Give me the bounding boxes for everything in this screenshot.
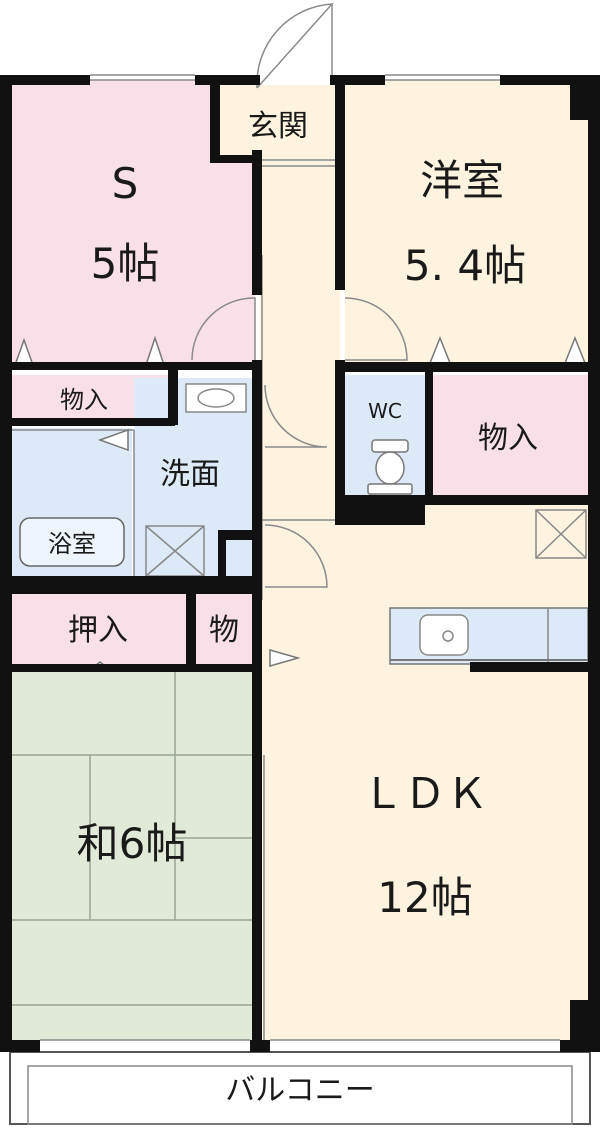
oshiire-label: 押入 xyxy=(68,613,128,648)
walls xyxy=(0,75,600,1052)
tatami-lines xyxy=(10,670,255,1006)
closet-western-label: 物入 xyxy=(478,421,538,456)
ldk-size: 12帖 xyxy=(377,873,472,922)
fridge-space-icon xyxy=(535,509,587,559)
ldk-floor xyxy=(262,505,588,1040)
closet-western-floor xyxy=(430,375,588,495)
japanese-room-floor xyxy=(10,670,255,1040)
closet-s-label: 物入 xyxy=(60,386,108,414)
entrance-floor xyxy=(220,85,335,160)
washroom-label: 洗面 xyxy=(160,457,220,492)
oshiire-floor xyxy=(10,592,188,667)
balcony-label: バルコニー xyxy=(225,1073,374,1108)
bathroom-label: 浴室 xyxy=(48,530,96,558)
s-room-name: S xyxy=(112,159,139,208)
s-room-size: 5帖 xyxy=(91,239,160,288)
small-storage-floor xyxy=(195,592,255,667)
japanese-room-label: 和6帖 xyxy=(77,819,188,868)
kitchen-counter xyxy=(389,607,589,665)
ldk-name: ＬＤＫ xyxy=(362,769,488,818)
wc-label: WC xyxy=(368,399,402,423)
balcony xyxy=(9,1051,591,1125)
toilet-icon xyxy=(367,439,413,495)
sink-icon xyxy=(185,383,247,413)
western-room-name: 洋室 xyxy=(420,156,504,205)
western-room-size: 5. 4帖 xyxy=(404,241,526,290)
western-room-floor xyxy=(345,80,590,370)
entrance-label: 玄関 xyxy=(248,109,308,144)
small-storage-label: 物 xyxy=(209,613,239,648)
bathtub-icon xyxy=(19,517,125,567)
closet-triangle-marks xyxy=(12,335,589,671)
